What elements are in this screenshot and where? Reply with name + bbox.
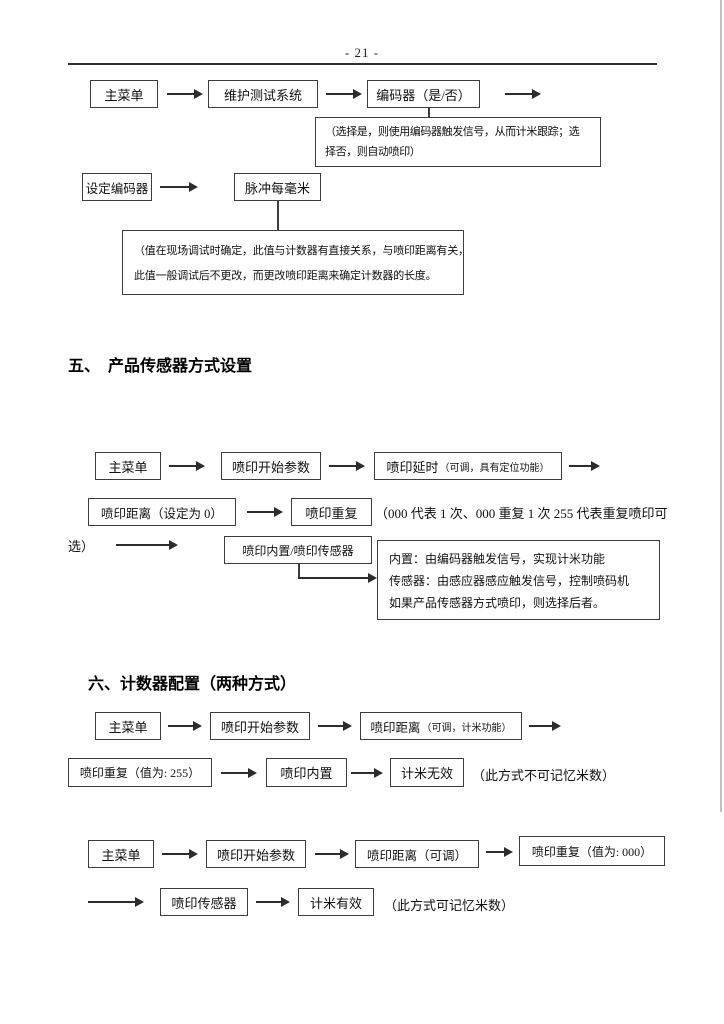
flow3a-note-text: （此方式不可记忆米数） xyxy=(472,768,616,783)
flow3b-node-print-repeat-000: 喷印重复（值为: 000） xyxy=(519,836,665,866)
note-line: （选择是，则使用编码器触发信号，从而计米跟踪；选 xyxy=(325,126,580,138)
note-line: 传感器：由感应器感应触发信号，控制喷码机 xyxy=(389,574,630,588)
note-line: 内置：由编码器触发信号，实现计米功能 xyxy=(389,552,606,566)
note-encoder-choice: （选择是，则使用编码器触发信号，从而计米跟踪；选 择否，则自动喷印） xyxy=(315,117,601,167)
note-pulse-value: （值在现场调试时确定，此值与计数器有直接关系，与喷印距离有关， 此值一般调试后不… xyxy=(122,230,469,295)
connector-line xyxy=(277,201,279,230)
flow2-node-main-menu: 主菜单 xyxy=(95,452,161,480)
node-label: 喷印距离 xyxy=(370,720,421,735)
note-line: 择否，则自动喷印） xyxy=(325,146,421,158)
section-5-title: 五、 产品传感器方式设置 xyxy=(68,358,253,375)
flow-arrow xyxy=(167,89,203,99)
note-builtin-vs-sensor: 内置：由编码器触发信号，实现计米功能 传感器：由感应器感应触发信号，控制喷码机 … xyxy=(377,540,660,620)
connector-line xyxy=(428,108,430,118)
flow-arrow xyxy=(168,721,202,731)
section-6-title: 六、计数器配置（两种方式） xyxy=(88,676,297,693)
flow-arrow xyxy=(569,461,600,471)
flow-arrow xyxy=(162,849,198,859)
flow3a-node-main-menu: 主菜单 xyxy=(95,712,161,740)
note-line: 此值一般调试后不更改，而更改喷印距离来确定计数器的长度。 xyxy=(134,270,437,282)
flow3b-note-text: （此方式可记忆米数） xyxy=(384,898,515,913)
flow2-node-print-repeat: 喷印重复 xyxy=(291,498,372,526)
flow-arrow xyxy=(486,847,513,857)
flow3a-node-print-repeat-255: 喷印重复（值为: 255） xyxy=(68,758,212,787)
flow1-node-main-menu: 主菜单 xyxy=(90,80,158,108)
flow-arrow xyxy=(256,897,290,907)
flow3a-node-meter-invalid: 计米无效 xyxy=(390,758,464,787)
flow3a-node-print-start-params: 喷印开始参数 xyxy=(210,712,310,740)
flow3b-node-print-distance-adj: 喷印距离（可调） xyxy=(355,840,479,868)
flow2-node-print-start-params: 喷印开始参数 xyxy=(221,452,321,480)
flow-arrow xyxy=(247,507,283,517)
flow2-node-print-distance-zero: 喷印距离（设定为 0） xyxy=(88,498,236,526)
flow-arrow xyxy=(88,897,144,907)
connector-line xyxy=(298,564,300,578)
node-hint: （可调，具有定位功能） xyxy=(439,462,550,474)
flow1-node-set-encoder: 设定编码器 xyxy=(82,173,152,201)
scan-edge-artifact xyxy=(720,0,722,812)
flow-arrow xyxy=(326,89,362,99)
flow-arrow xyxy=(529,721,561,731)
node-label: 喷印延时 xyxy=(386,459,439,475)
flow3a-node-print-builtin: 喷印内置 xyxy=(266,758,347,787)
note-line: （值在现场调试时确定，此值与计数器有直接关系，与喷印距离有关， xyxy=(134,245,469,257)
flow-arrow xyxy=(116,540,178,550)
flow2-node-builtin-or-sensor: 喷印内置/喷印传感器 xyxy=(224,536,372,564)
flow-arrow xyxy=(329,461,365,471)
flow-arrow xyxy=(221,768,257,778)
header-rule xyxy=(68,63,657,65)
note-line: 如果产品传感器方式喷印，则选择后者。 xyxy=(389,596,606,610)
flow-arrow xyxy=(315,849,349,859)
flow-arrow xyxy=(160,182,198,192)
flow3b-node-meter-valid: 计米有效 xyxy=(298,888,374,916)
flow2-node-print-delay: 喷印延时 （可调，具有定位功能） xyxy=(374,452,562,480)
flow3b-node-print-start-params: 喷印开始参数 xyxy=(206,840,306,868)
flow3b-node-print-sensor: 喷印传感器 xyxy=(160,888,248,916)
flow-arrow xyxy=(505,89,541,99)
flow-arrow xyxy=(169,461,205,471)
flow-arrow xyxy=(351,768,383,778)
page-number: - 21 - xyxy=(344,45,380,60)
flow3a-node-print-distance: 喷印距离 （可调，计米功能） xyxy=(360,712,522,740)
flow1-node-pulses-per-mm: 脉冲每毫米 xyxy=(234,173,321,201)
connector-arrow xyxy=(298,573,377,583)
node-hint: （可调，计米功能） xyxy=(421,722,512,734)
repeat-values-text: （000 代表 1 次、000 重复 1 次 255 代表重复喷印可 xyxy=(375,506,668,521)
flow1-node-encoder-yes-no: 编码器（是/否） xyxy=(367,80,480,108)
flow1-node-maintenance-system: 维护测试系统 xyxy=(208,80,318,108)
repeat-values-text-cont: 选） xyxy=(68,539,95,554)
flow-arrow xyxy=(318,721,352,731)
flow3b-node-main-menu: 主菜单 xyxy=(88,840,154,868)
